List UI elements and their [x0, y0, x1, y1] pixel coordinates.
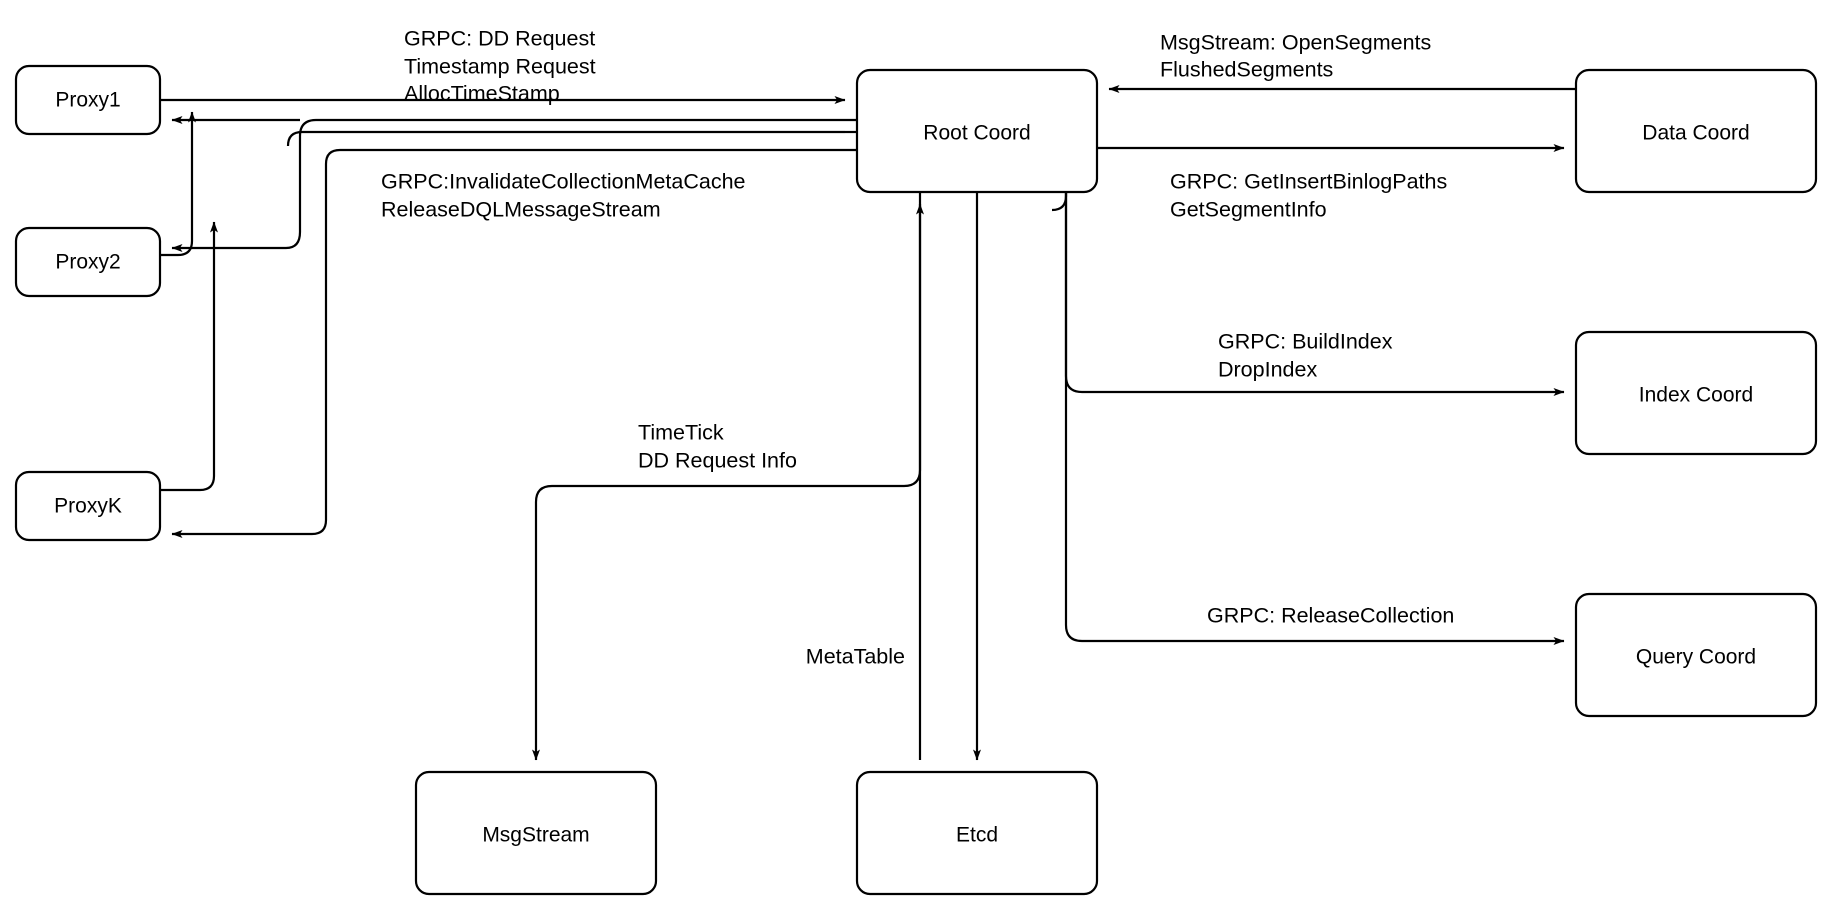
node-rootcoord-label: Root Coord — [923, 122, 1030, 145]
node-datacoord[interactable]: Data Coord — [1574, 68, 1818, 194]
edge-label-root-to-querycoord-line-1: GRPC: ReleaseCollection — [1207, 604, 1454, 628]
node-msgstream[interactable]: MsgStream — [414, 770, 658, 896]
edge-rootcoord-to-msgstream — [532, 192, 922, 761]
node-proxyk[interactable]: ProxyK — [14, 470, 162, 542]
edge-label-proxy-to-root-line-3: AllocTimeStamp — [404, 82, 560, 106]
edge-label-proxy-to-root: GRPC: DD Request Timestamp Request Alloc… — [404, 27, 596, 106]
edges-layer — [160, 85, 1576, 761]
edge-label-root-to-proxy-line-2: ReleaseDQLMessageStream — [381, 198, 661, 222]
node-etcd-label: Etcd — [956, 824, 998, 847]
node-proxy1-label: Proxy1 — [55, 89, 120, 112]
edge-label-datacoord-to-root-line-2: FlushedSegments — [1160, 58, 1333, 82]
node-rootcoord-box[interactable] — [855, 68, 1099, 194]
node-querycoord-box[interactable] — [1574, 592, 1818, 718]
node-proxy1[interactable]: Proxy1 — [14, 64, 162, 136]
node-indexcoord[interactable]: Index Coord — [1574, 330, 1818, 456]
edge-label-proxy-to-root-line-2: Timestamp Request — [404, 55, 596, 79]
edge-label-root-to-msgstream: TimeTick DD Request Info — [638, 421, 797, 473]
node-rootcoord[interactable]: Root Coord — [855, 68, 1099, 194]
node-indexcoord-box[interactable] — [1574, 330, 1818, 456]
node-proxy2-box[interactable] — [14, 226, 162, 298]
edge-label-root-to-proxy: GRPC:InvalidateCollectionMetaCache Relea… — [381, 170, 745, 222]
node-proxyk-box[interactable] — [14, 470, 162, 542]
edge-rootcoord-to-proxyk-bus — [171, 148, 341, 538]
edge-label-datacoord-to-root: MsgStream: OpenSegments FlushedSegments — [1160, 31, 1431, 82]
node-datacoord-label: Data Coord — [1642, 122, 1749, 145]
edge-label-root-to-msgstream-line-2: DD Request Info — [638, 449, 797, 473]
edge-label-datacoord-to-root-line-1: MsgStream: OpenSegments — [1160, 31, 1431, 55]
edge-rootcoord-to-querycoord — [1064, 192, 1565, 645]
edge-label-root-to-indexcoord: GRPC: BuildIndex DropIndex — [1218, 330, 1393, 382]
edge-label-root-to-querycoord: GRPC: ReleaseCollection — [1207, 604, 1454, 628]
edge-rootcoord-to-proxyk — [1051, 192, 1068, 212]
node-indexcoord-label: Index Coord — [1639, 384, 1753, 407]
nodes-layer: Proxy1 Proxy2 ProxyK Root Coord Data Coo… — [14, 64, 1818, 896]
edge-proxy2-riser — [160, 111, 196, 257]
node-querycoord[interactable]: Query Coord — [1574, 592, 1818, 718]
edge-rootcoord-return-bus — [171, 118, 857, 252]
edge-label-root-to-indexcoord-line-1: GRPC: BuildIndex — [1218, 330, 1393, 354]
edge-label-proxy-to-root-line-1: GRPC: DD Request — [404, 27, 595, 51]
node-proxy2[interactable]: Proxy2 — [14, 226, 162, 298]
node-querycoord-label: Query Coord — [1636, 646, 1756, 669]
edge-label-root-to-proxy-line-1: GRPC:InvalidateCollectionMetaCache — [381, 170, 745, 194]
edge-label-root-etcd: MetaTable — [806, 645, 905, 669]
node-proxyk-label: ProxyK — [54, 495, 122, 518]
node-proxy2-label: Proxy2 — [55, 251, 120, 274]
node-etcd[interactable]: Etcd — [855, 770, 1099, 896]
node-etcd-box[interactable] — [855, 770, 1099, 896]
node-msgstream-label: MsgStream — [482, 824, 589, 847]
edge-label-root-to-indexcoord-line-2: DropIndex — [1218, 358, 1317, 382]
edge-label-root-to-datacoord-line-1: GRPC: GetInsertBinlogPaths — [1170, 170, 1447, 194]
edge-label-root-etcd-line-1: MetaTable — [806, 645, 905, 669]
edge-label-root-to-datacoord: GRPC: GetInsertBinlogPaths GetSegmentInf… — [1170, 170, 1447, 222]
edge-label-root-to-datacoord-line-2: GetSegmentInfo — [1170, 198, 1327, 222]
node-msgstream-box[interactable] — [414, 770, 658, 896]
edge-proxyk-riser — [160, 221, 218, 492]
node-proxy1-box[interactable] — [14, 64, 162, 136]
edge-labels-layer: GRPC: DD Request Timestamp Request Alloc… — [381, 27, 1454, 669]
edge-rootcoord-to-proxy1 — [286, 130, 845, 147]
node-datacoord-box[interactable] — [1574, 68, 1818, 194]
edge-label-root-to-msgstream-line-1: TimeTick — [638, 421, 724, 445]
